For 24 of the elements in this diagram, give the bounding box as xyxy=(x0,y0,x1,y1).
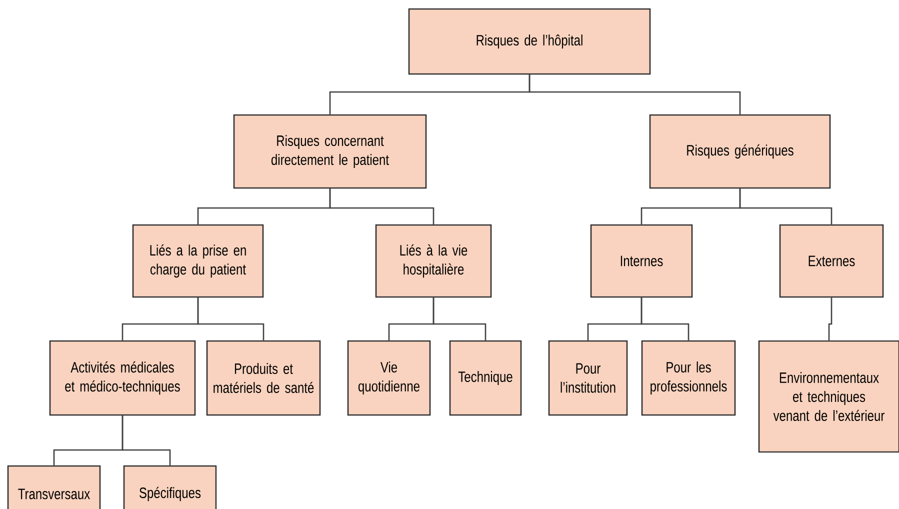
box: Technique xyxy=(449,340,522,416)
connector xyxy=(122,416,171,466)
connector xyxy=(528,74,741,114)
box: Internes xyxy=(590,224,693,298)
box: Produits et matériels de santé xyxy=(206,340,321,416)
box: Risques de l’hôpital xyxy=(408,8,651,75)
connector xyxy=(432,298,486,340)
box: Externes xyxy=(779,224,884,298)
box: Pour l’institution xyxy=(548,340,628,416)
box: Liés à la vie hospitalière xyxy=(375,224,492,298)
box: Activités médicales et médico-techniques xyxy=(49,340,196,416)
connector xyxy=(329,188,434,224)
box: Pour les professionnels xyxy=(641,340,736,416)
connector xyxy=(739,188,832,224)
connector xyxy=(640,298,690,340)
box: Risques génériques xyxy=(649,114,831,189)
box: Environnementaux et techniques venant de l’extérieur xyxy=(758,340,899,453)
box: Vie quotidienne xyxy=(347,340,431,416)
box: Transversaux xyxy=(7,465,101,509)
box: Liés a la prise en charge du patient xyxy=(132,224,264,298)
box: Risques concernant directement le patient xyxy=(233,114,427,189)
box: Spécifiques xyxy=(123,465,217,509)
connector xyxy=(828,298,832,340)
connector xyxy=(197,298,264,340)
